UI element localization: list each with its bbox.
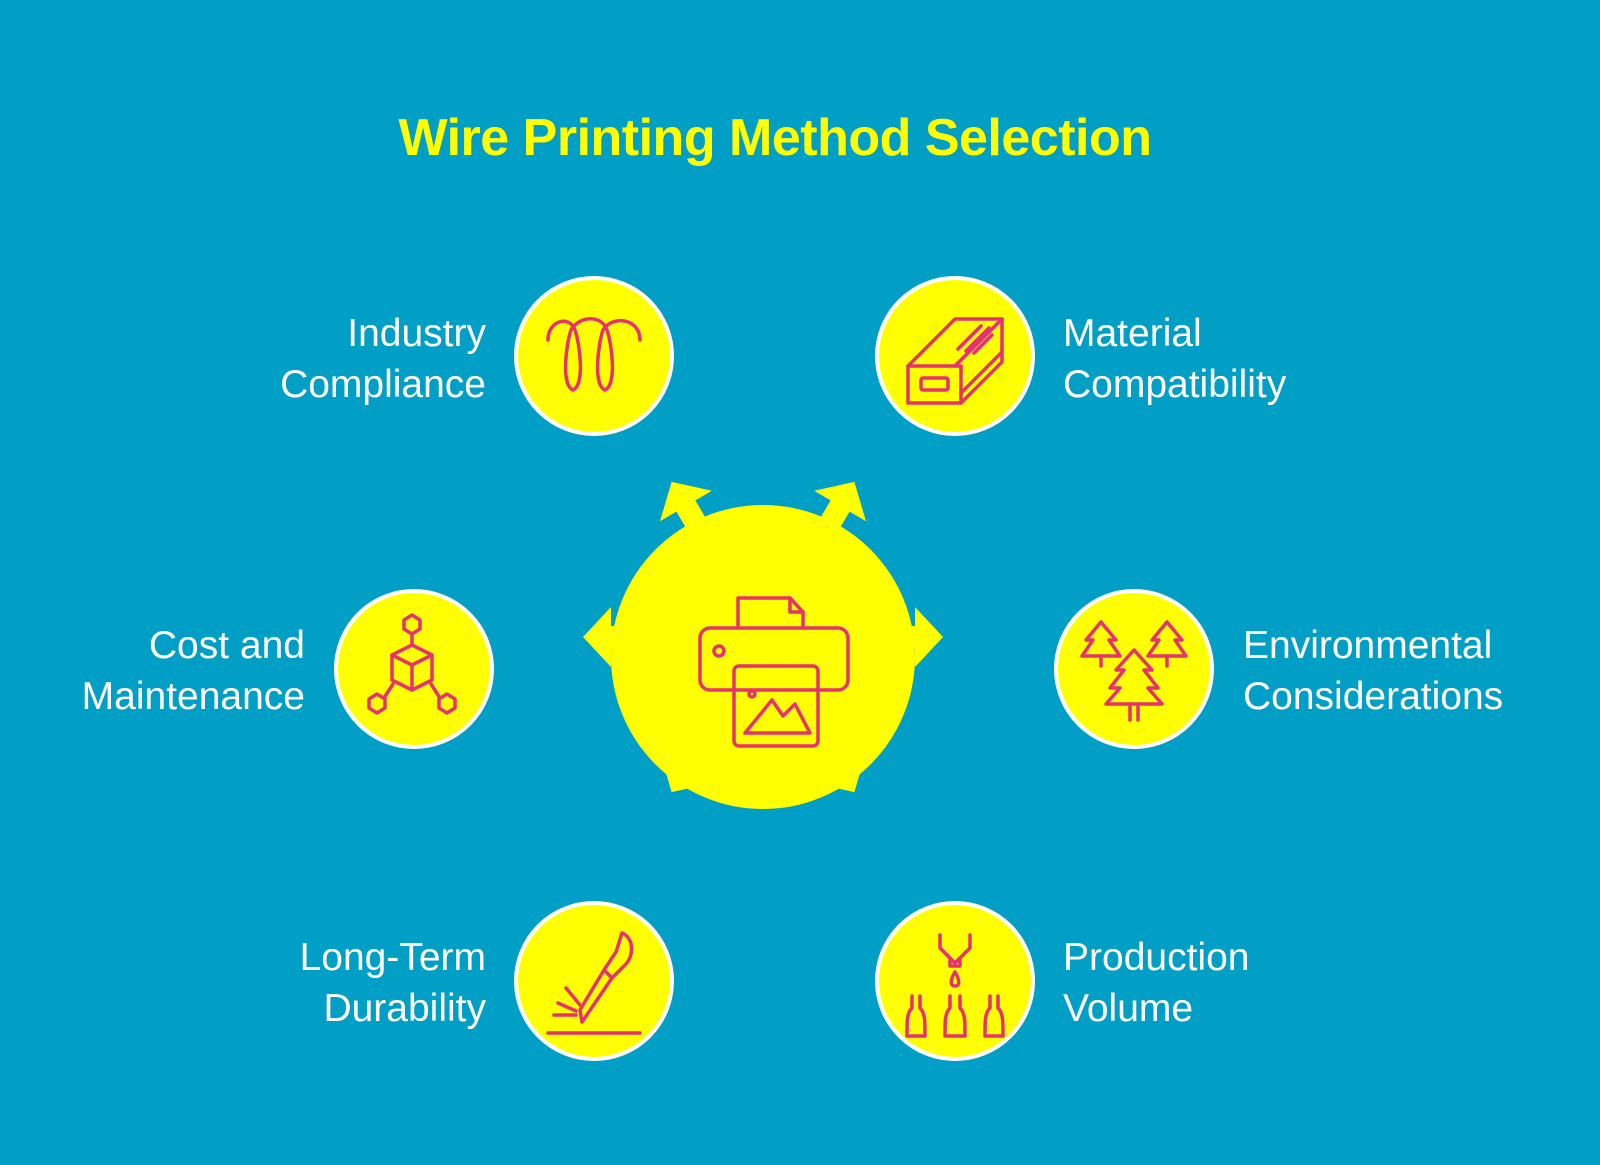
label-line: Environmental: [1243, 624, 1493, 667]
printer-icon: [698, 596, 850, 748]
filling-bottles-icon: [905, 933, 1005, 1038]
node-circle-industry-compliance: [514, 276, 674, 436]
material-block-icon: [906, 317, 1004, 405]
knife-icon: [546, 931, 642, 1035]
center-circle: [611, 505, 915, 809]
label-line: Considerations: [1243, 675, 1504, 718]
node-circle-production-volume: [875, 901, 1035, 1061]
label-industry-compliance: Industry Compliance: [198, 308, 486, 410]
label-line: Material: [1063, 312, 1202, 355]
label-long-term-durability: Long-Term Durability: [198, 932, 486, 1034]
diagram-title: Wire Printing Method Selection: [398, 109, 1152, 167]
node-circle-environmental-considerations: [1054, 589, 1214, 749]
label-line: Durability: [323, 987, 486, 1030]
network-cube-icon: [367, 613, 457, 715]
label-line: Industry: [347, 312, 486, 355]
trees-icon: [1080, 620, 1188, 722]
node-circles: [334, 276, 1214, 1061]
label-production-volume: Production Volume: [1063, 932, 1363, 1034]
node-circle-long-term-durability: [514, 901, 674, 1061]
label-line: Compliance: [280, 363, 486, 406]
label-line: Cost and: [148, 624, 305, 667]
node-circle-material-compatibility: [875, 276, 1035, 436]
label-material-compatibility: Material Compatibility: [1063, 308, 1363, 410]
label-line: Production: [1063, 936, 1250, 979]
label-line: Maintenance: [81, 675, 305, 718]
label-line: Volume: [1063, 987, 1194, 1030]
coil-icon: [546, 317, 642, 392]
label-environmental-considerations: Environmental Considerations: [1243, 620, 1583, 722]
label-cost-and-maintenance: Cost and Maintenance: [20, 620, 305, 722]
label-line: Compatibility: [1063, 363, 1287, 406]
label-line: Long-Term: [299, 936, 486, 979]
